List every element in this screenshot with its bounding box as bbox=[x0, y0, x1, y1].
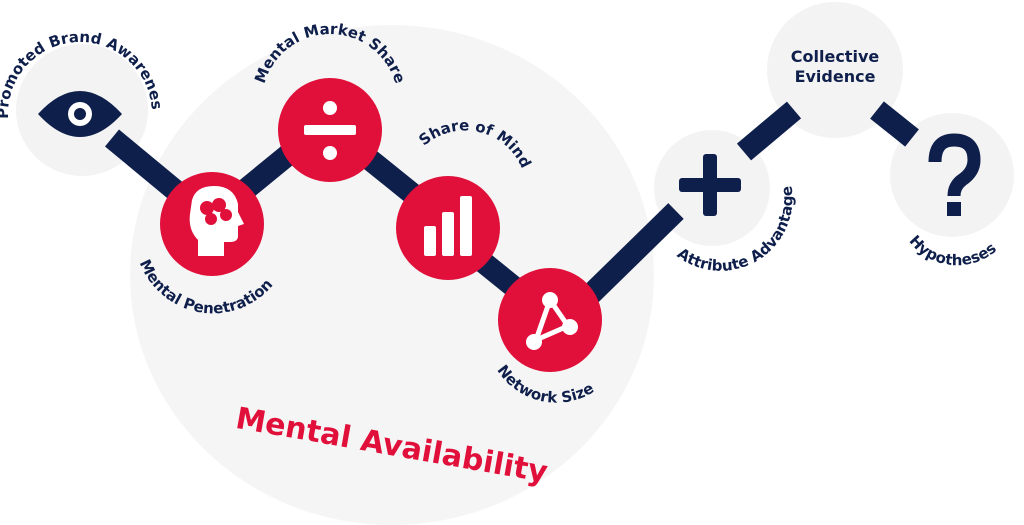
halo-evidence bbox=[767, 2, 903, 138]
connector-segment bbox=[104, 129, 190, 205]
divide-icon bbox=[304, 101, 356, 160]
plus-icon bbox=[679, 154, 741, 216]
eye-icon bbox=[38, 91, 122, 137]
mental-availability-halo bbox=[130, 25, 654, 525]
network-icon bbox=[526, 292, 578, 350]
bar-chart-icon bbox=[424, 196, 472, 256]
label-evidence: Evidence bbox=[795, 67, 876, 86]
network-size-circle bbox=[498, 268, 602, 372]
connector-segment bbox=[870, 101, 919, 147]
connector-segment bbox=[736, 101, 802, 161]
brain-head-icon bbox=[189, 186, 244, 256]
label-collective: Collective bbox=[791, 47, 880, 66]
question-icon bbox=[928, 133, 981, 216]
connector-segment bbox=[577, 203, 684, 308]
node-collective-evidence: Collective Evidence bbox=[791, 47, 880, 86]
background-halos bbox=[16, 2, 1014, 525]
halo-hypotheses bbox=[890, 113, 1014, 237]
label-hypotheses: Hypotheses bbox=[906, 232, 1000, 270]
